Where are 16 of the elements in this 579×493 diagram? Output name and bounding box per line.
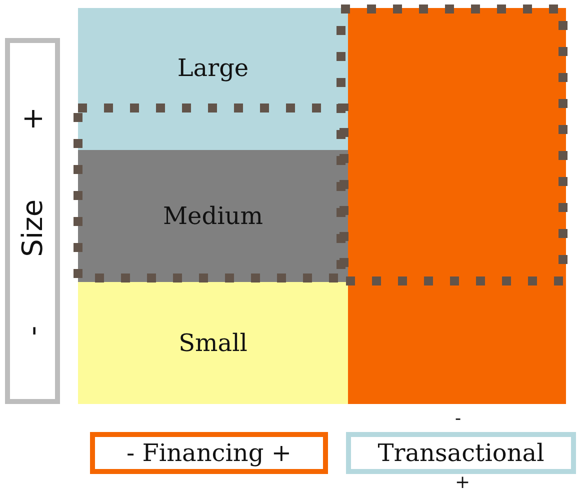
cell-label: Small bbox=[178, 329, 248, 357]
axis-sign: + bbox=[455, 472, 470, 493]
cell-label: Medium bbox=[162, 202, 264, 230]
axis-sign: - bbox=[455, 408, 462, 429]
axis-label: Transactional bbox=[378, 439, 544, 467]
axis-label-box bbox=[90, 432, 328, 474]
axis-label: - Financing + bbox=[126, 439, 292, 467]
matrix-cell bbox=[348, 8, 566, 404]
dotted-outline bbox=[74, 104, 348, 282]
matrix-cell bbox=[78, 282, 348, 404]
axis-box bbox=[5, 38, 60, 404]
matrix-cell bbox=[78, 8, 348, 150]
axis-title: - Size + bbox=[16, 106, 49, 336]
cell-label: Large bbox=[177, 54, 249, 82]
dotted-outline bbox=[337, 5, 567, 285]
axis-label-box bbox=[346, 432, 576, 474]
